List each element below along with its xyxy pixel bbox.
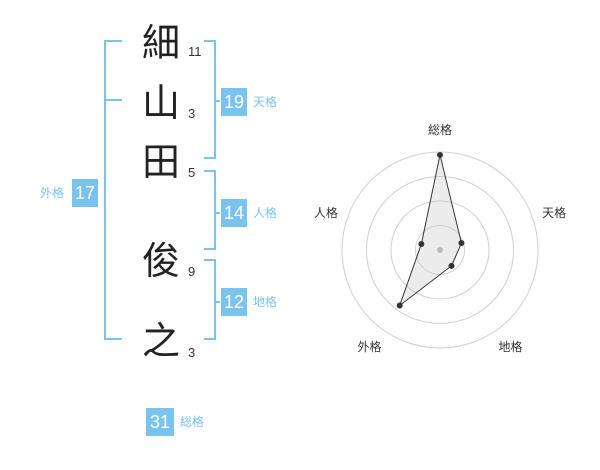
radar-area bbox=[398, 154, 462, 307]
radar-point-2 bbox=[458, 240, 465, 247]
radar-axis-label-2: 天格 bbox=[542, 205, 566, 220]
radar-axis-label-3: 地格 bbox=[499, 339, 523, 354]
jinkaku-label: 人格 bbox=[253, 206, 278, 220]
radar-axis-label-1: 総格 bbox=[428, 122, 452, 137]
stroke-count-5: 3 bbox=[188, 345, 196, 360]
jinkaku-value: 14 bbox=[221, 199, 247, 227]
stroke-count-2: 3 bbox=[188, 106, 196, 121]
stroke-count-3: 5 bbox=[188, 165, 196, 180]
soukaku-label: 総格 bbox=[180, 415, 205, 429]
radar-point-4 bbox=[396, 302, 403, 309]
stroke-count-4: 9 bbox=[188, 264, 196, 279]
chikaku-label: 地格 bbox=[253, 295, 278, 309]
kanji-4: 俊 bbox=[141, 239, 180, 283]
gaikaku-value: 17 bbox=[72, 179, 98, 207]
radar-axis-label-4: 外格 bbox=[357, 339, 381, 354]
radar-ring bbox=[366, 176, 514, 324]
chikaku-value: 12 bbox=[221, 288, 247, 316]
soukaku-value: 31 bbox=[146, 408, 174, 436]
radar-axis-label-5: 人格 bbox=[314, 205, 338, 220]
tenkaku-label: 天格 bbox=[253, 95, 278, 109]
radar-ring bbox=[390, 200, 490, 300]
tenkaku-value: 19 bbox=[221, 88, 247, 116]
kanji-5: 之 bbox=[141, 319, 180, 363]
radar-point-3 bbox=[448, 262, 455, 269]
gaikaku-label: 外格 bbox=[40, 186, 65, 200]
radar-point-5 bbox=[418, 240, 425, 247]
radar-center bbox=[437, 247, 443, 253]
kanji-1: 細 bbox=[141, 21, 180, 65]
kanji-3: 田 bbox=[141, 140, 180, 184]
stroke-count-1: 11 bbox=[188, 44, 202, 59]
radar-point-1 bbox=[437, 151, 443, 158]
kanji-2: 山 bbox=[141, 81, 180, 125]
